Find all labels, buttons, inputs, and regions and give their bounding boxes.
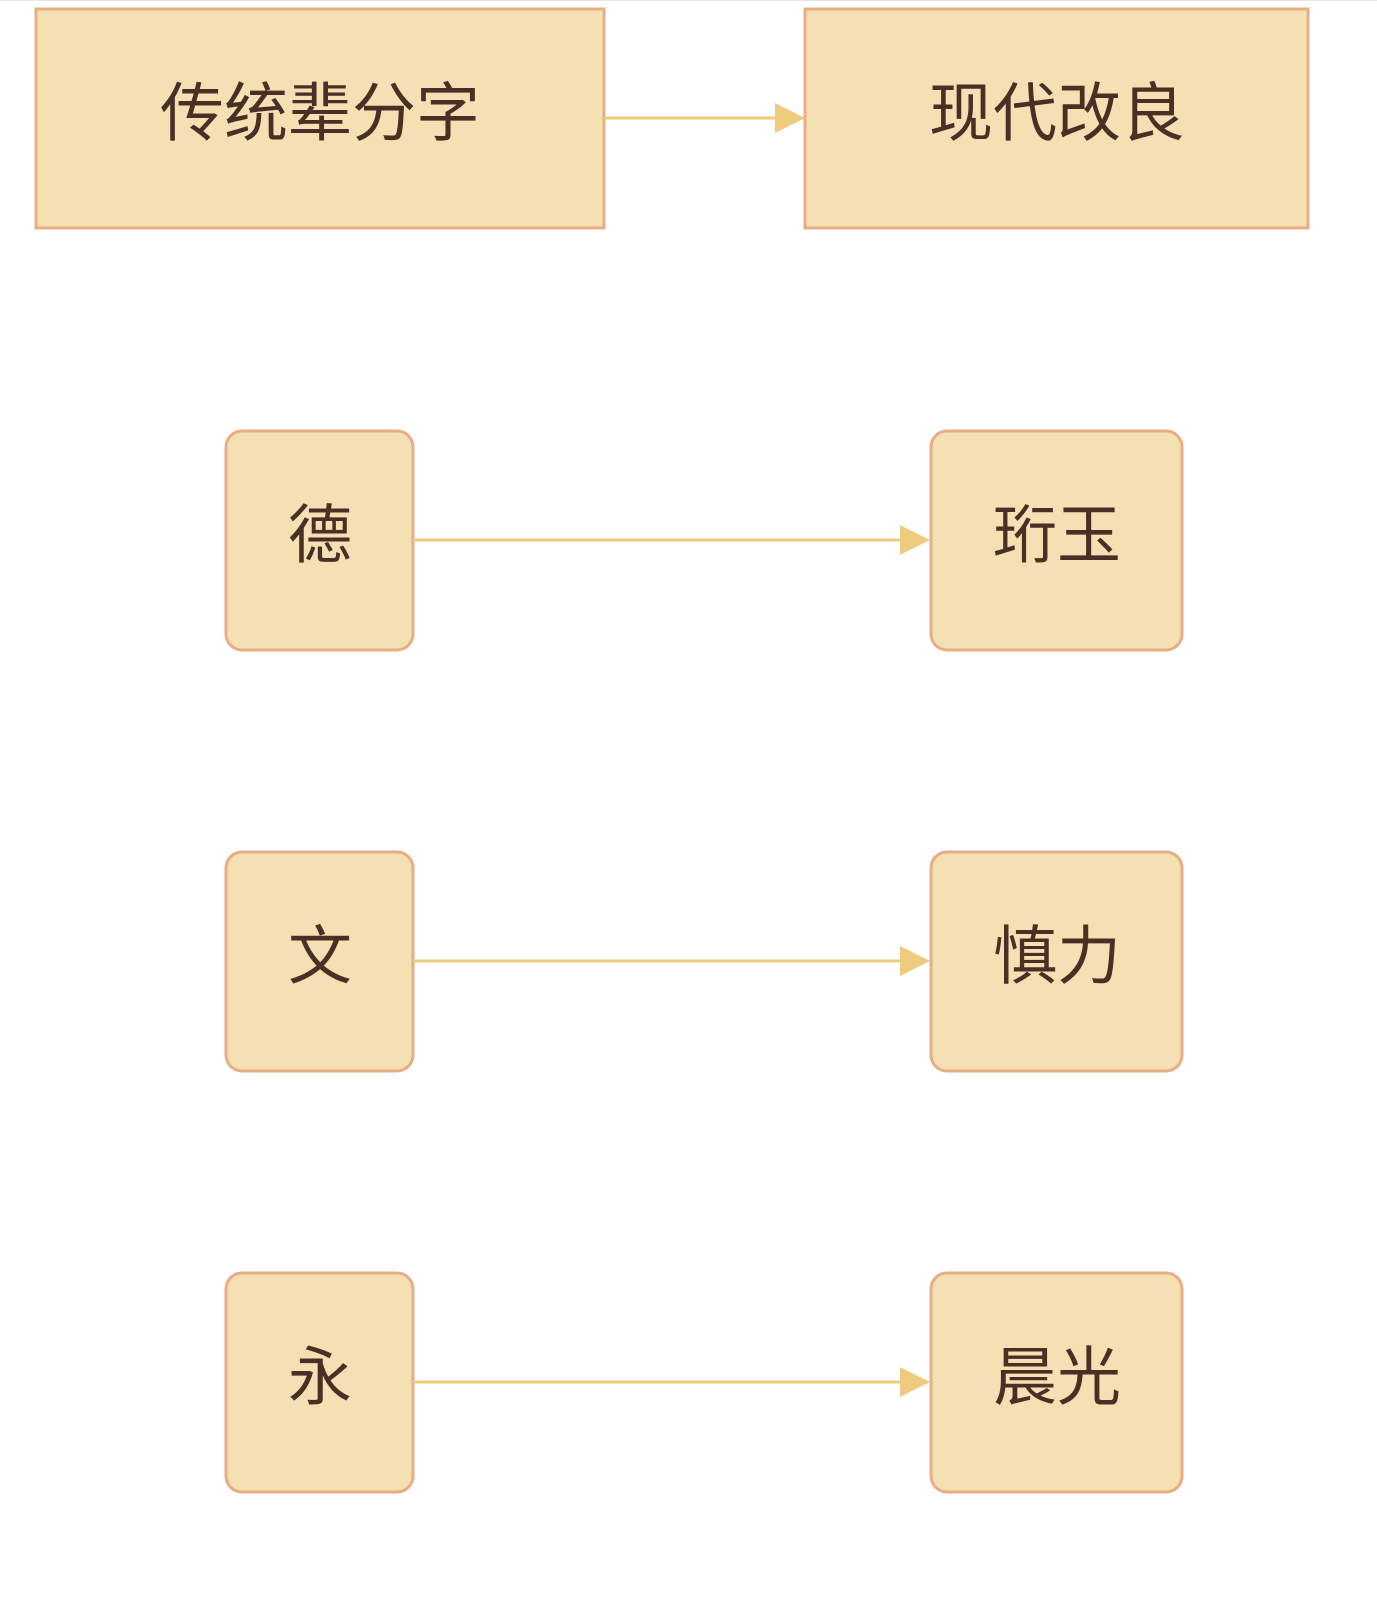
arrowhead-icon: [900, 525, 930, 555]
traditional-node-2: 文: [224, 850, 415, 1073]
header-left-label: 传统辈分字: [160, 78, 480, 152]
modern-node-1: 珩玉: [929, 429, 1184, 652]
header-edge: [604, 103, 805, 133]
traditional-node-1: 德: [224, 429, 415, 652]
modern-label-1: 珩玉: [993, 500, 1121, 574]
modern-node-2: 慎力: [929, 850, 1184, 1073]
traditional-label-3: 永: [288, 1342, 352, 1416]
header-right-label: 现代改良: [929, 78, 1185, 152]
traditional-label-2: 文: [288, 921, 352, 995]
pair-edge-1: [413, 525, 930, 555]
modern-label-2: 慎力: [993, 921, 1121, 995]
pair-edge-3: [413, 1367, 930, 1397]
modern-node-3: 晨光: [929, 1271, 1184, 1494]
traditional-label-1: 德: [288, 500, 352, 574]
arrowhead-icon: [775, 103, 805, 133]
modern-label-3: 晨光: [993, 1342, 1121, 1416]
traditional-node-3: 永: [224, 1271, 415, 1494]
header-right-node: 现代改良: [803, 7, 1310, 230]
header-left-node: 传统辈分字: [34, 7, 606, 230]
arrowhead-icon: [900, 946, 930, 976]
top-border: [0, 0, 1377, 1]
arrowhead-icon: [900, 1367, 930, 1397]
pair-edge-2: [413, 946, 930, 976]
